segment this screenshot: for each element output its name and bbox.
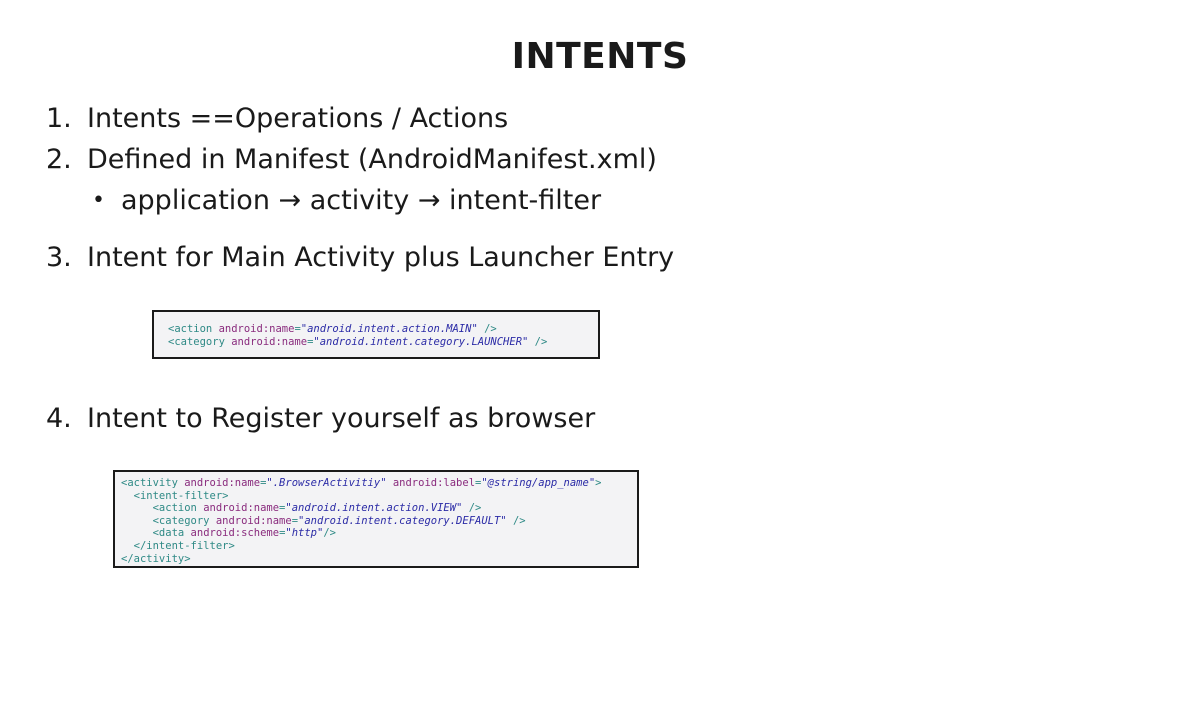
code-token-tag: = xyxy=(307,335,314,348)
code-token-tag: = xyxy=(260,477,267,489)
code-token-tag: /> xyxy=(462,502,482,515)
code-token-attr: android:scheme xyxy=(190,527,280,540)
code-token-tag: > xyxy=(595,477,602,489)
code-token-attr: android:name xyxy=(231,335,308,348)
code-line: <action android:name="android.intent.act… xyxy=(121,502,637,515)
code-snippet-browser: <activity android:name=".BrowserActiviti… xyxy=(113,470,639,568)
code-token-val: "android.intent.action.VIEW" xyxy=(285,502,463,515)
code-line: <intent-filter> xyxy=(121,490,637,503)
code-token-val: "http" xyxy=(285,527,324,540)
code-token-tag: = xyxy=(279,502,286,515)
code-token-tag: <action xyxy=(168,323,219,335)
code-token-tag: /> xyxy=(323,527,336,540)
code-token-tag: <action xyxy=(121,502,204,515)
item-text: Intent for Main Activity plus Launcher E… xyxy=(87,242,675,273)
code-token-attr: android:name xyxy=(218,323,295,335)
code-line: </intent-filter> xyxy=(121,540,637,553)
code-token-tag: <category xyxy=(121,514,216,527)
code-token-tag: /> xyxy=(528,335,548,348)
code-token-attr: android:name xyxy=(215,514,292,527)
item-number: 3. xyxy=(46,242,72,273)
item-number: 4. xyxy=(46,403,72,434)
code-token-val: "android.intent.action.MAIN" xyxy=(300,323,478,335)
code-token-tag: </activity> xyxy=(121,552,191,565)
bullet-icon: • xyxy=(92,188,105,213)
code-token-val: ".BrowserActivitiy" xyxy=(266,477,387,489)
code-line: </activity> xyxy=(121,553,637,566)
item-number: 1. xyxy=(46,103,72,134)
code-token-tag: <intent-filter> xyxy=(121,489,229,502)
code-token-tag: /> xyxy=(506,514,526,527)
code-line: <category android:name="android.intent.c… xyxy=(168,336,598,349)
code-token-tag: <activity xyxy=(121,477,185,489)
item-text: Intent to Register yourself as browser xyxy=(87,403,596,434)
item-text: application → activity → intent-filter xyxy=(121,185,602,216)
code-line: <category android:name="android.intent.c… xyxy=(121,515,637,528)
code-token-val: "@string/app_name" xyxy=(481,477,596,489)
code-token-tag: = xyxy=(279,527,286,540)
code-token-val: "android.intent.category.LAUNCHER" xyxy=(313,335,529,348)
code-line: <activity android:name=".BrowserActiviti… xyxy=(121,477,637,490)
code-line: <action android:name="android.intent.act… xyxy=(168,323,598,336)
code-token-tag: <category xyxy=(168,335,232,348)
code-token-tag: </intent-filter> xyxy=(121,539,235,552)
code-token-attr: android:name xyxy=(203,502,280,515)
code-snippet-launcher: <action android:name="android.intent.act… xyxy=(152,310,600,359)
item-text: Intents ==Operations / Actions xyxy=(87,103,509,134)
code-token-tag: /> xyxy=(477,323,497,335)
code-token-attr: android:label xyxy=(392,477,476,489)
code-token-tag: = xyxy=(475,477,482,489)
item-text: Defined in Manifest (AndroidManifest.xml… xyxy=(87,144,657,175)
code-token-tag: = xyxy=(291,514,299,527)
item-number: 2. xyxy=(46,144,72,175)
code-token-tag: <data xyxy=(121,527,191,540)
code-line: <data android:scheme="http"/> xyxy=(121,527,637,540)
code-token-attr: android:name xyxy=(184,477,261,489)
code-token-val: "android.intent.category.DEFAULT" xyxy=(298,514,507,527)
slide-title: INTENTS xyxy=(511,36,689,77)
code-token-tag: = xyxy=(294,323,301,335)
